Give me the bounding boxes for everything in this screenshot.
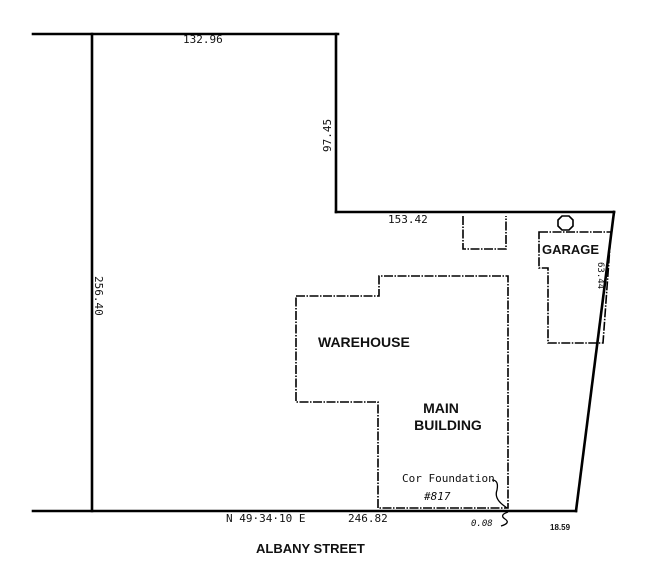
dim-top-north: 132.96	[183, 33, 223, 46]
warehouse-main-building-outline	[295, 275, 509, 509]
dim-inner-horizontal: 153.42	[388, 213, 428, 226]
main-building-label-line2: BUILDING	[414, 417, 482, 433]
foundation-number: #817	[423, 490, 451, 503]
dim-east-slant: 63.44	[595, 262, 605, 289]
foundation-leader-line	[491, 479, 508, 509]
property-boundary	[31, 32, 616, 513]
offset-tick-mark	[500, 511, 509, 527]
street-name-label: ALBANY STREET	[256, 541, 365, 556]
shed-outline	[462, 216, 507, 250]
main-building-label-line1: MAIN	[423, 400, 459, 416]
garage-outline	[538, 231, 612, 344]
warehouse-label: WAREHOUSE	[318, 334, 410, 350]
dim-offset-small: 0.08	[471, 519, 493, 529]
east-slant-boundary-line	[574, 210, 616, 513]
dim-west-side: 256.40	[92, 276, 105, 316]
dim-south-bearing: N 49·34·10 E	[226, 512, 305, 525]
dim-inner-vertical: 97.45	[321, 119, 334, 152]
foundation-note: Cor Foundation	[402, 472, 495, 485]
dim-offset-east: 18.59	[550, 523, 571, 532]
garage-label: GARAGE	[542, 242, 599, 257]
dim-south-length: 246.82	[348, 512, 388, 525]
octagon-marker-icon	[557, 215, 574, 231]
